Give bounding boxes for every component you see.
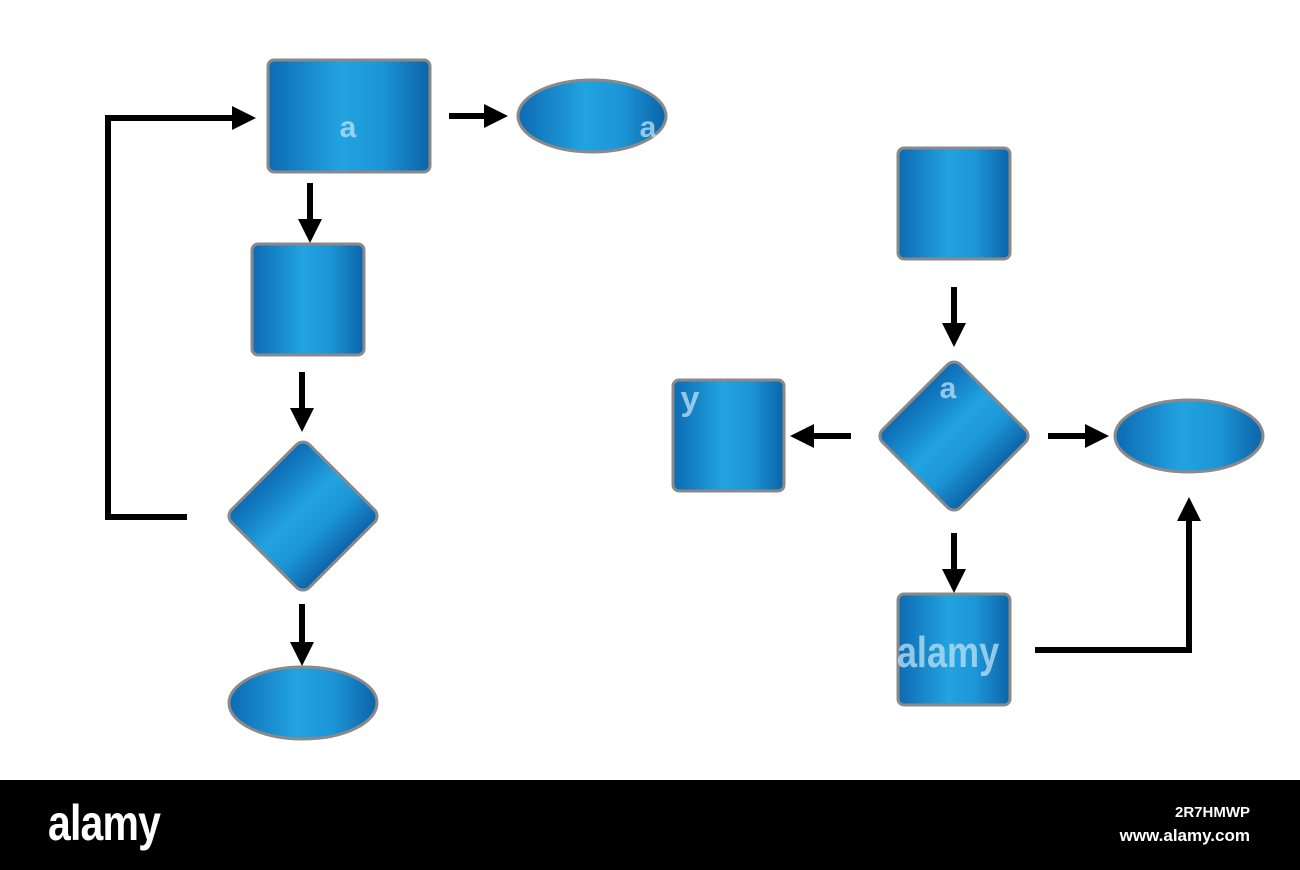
process-box [671,378,786,493]
watermark-brand: alamy [897,628,1000,677]
footer-bar: alamy 2R7HMWP www.alamy.com [0,780,1300,870]
loop-back-connector [105,106,256,520]
return-connector [1035,497,1201,653]
watermark-fragment: a [940,372,957,405]
watermark-fragment: a [640,111,657,144]
decision-diamond [878,360,1030,512]
image-id: 2R7HMWP [1174,804,1250,821]
terminator-ellipse [516,78,668,154]
watermark-fragment: y [681,380,700,418]
watermark-fragment: a [340,111,357,144]
process-box [266,58,432,174]
site-url: www.alamy.com [1119,826,1250,845]
brand-logo: alamy [48,795,161,851]
process-box [896,592,1012,707]
terminator-ellipse [227,665,379,741]
flowchart-canvas: a a a y alamy [105,58,1265,741]
decision-diamond [227,440,379,592]
process-box [896,146,1012,261]
process-box [250,242,366,357]
terminator-ellipse [1113,398,1265,474]
